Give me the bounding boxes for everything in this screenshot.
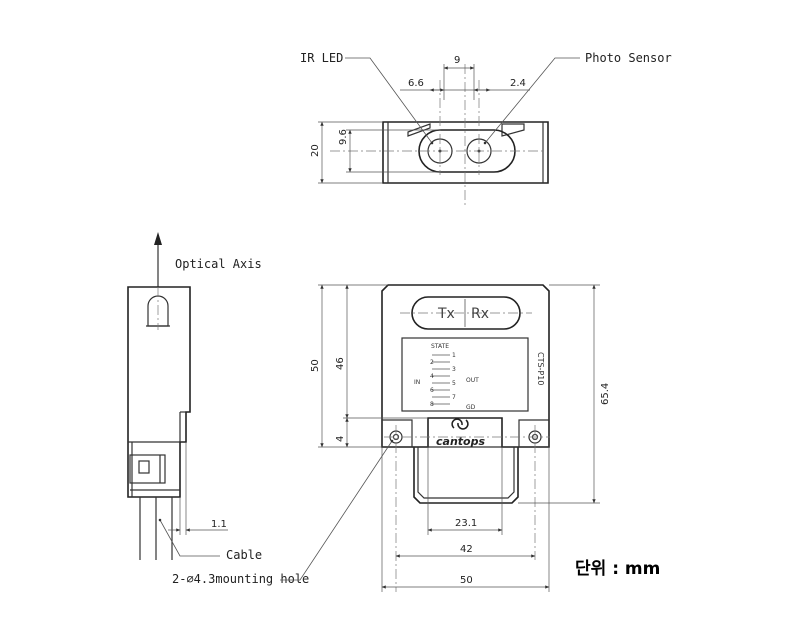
dim-6-6: 6.6 [408, 78, 424, 89]
side-view-body [127, 286, 191, 498]
dim-50-height: 50 [310, 359, 321, 372]
pin-5: 5 [452, 380, 456, 387]
optical-axis-label: Optical Axis [175, 257, 262, 271]
ir-led-label: IR LED [300, 51, 343, 65]
pin-6: 6 [430, 387, 434, 394]
dim-9: 9 [454, 55, 460, 66]
cable-label: Cable [226, 548, 262, 562]
dim-65-4: 65.4 [600, 383, 611, 405]
top-view [318, 57, 580, 205]
dim-1-1: 1.1 [211, 519, 227, 530]
photo-sensor-label: Photo Sensor [585, 51, 672, 65]
tx-label: Tx [437, 306, 455, 322]
state-label: STATE [431, 343, 449, 350]
front-view-body [381, 284, 550, 448]
lens-window [418, 129, 516, 173]
model-label: CTS-P10 [536, 352, 545, 385]
dim-50-width: 50 [460, 575, 473, 586]
top-view-body [382, 121, 549, 184]
label-plate [401, 337, 529, 412]
mounting-hole-label: 2-∅4.3mounting hole [172, 572, 309, 586]
gd-label: GD [466, 404, 476, 411]
pin-8: 8 [430, 401, 434, 408]
side-view [127, 232, 228, 560]
pin-1: 1 [452, 352, 456, 359]
rx-label: Rx [471, 306, 489, 322]
pin-3: 3 [452, 366, 456, 373]
pin-7: 7 [452, 394, 456, 401]
tx-rx-window [411, 296, 521, 330]
dim-46: 46 [335, 357, 346, 370]
pin-4: 4 [430, 373, 434, 380]
dim-20: 20 [310, 144, 321, 157]
out-label: OUT [466, 377, 479, 384]
front-view [280, 284, 600, 592]
brand-logo: cantops [436, 435, 485, 448]
dim-42: 42 [460, 544, 473, 555]
in-label: IN [414, 379, 420, 386]
unit-label: 단위 : mm [575, 559, 660, 579]
dim-2-4: 2.4 [510, 78, 526, 89]
dim-4: 4 [335, 436, 346, 442]
dim-9-6: 9.6 [338, 129, 349, 145]
dim-23-1: 23.1 [455, 518, 477, 529]
pin-2: 2 [430, 359, 434, 366]
